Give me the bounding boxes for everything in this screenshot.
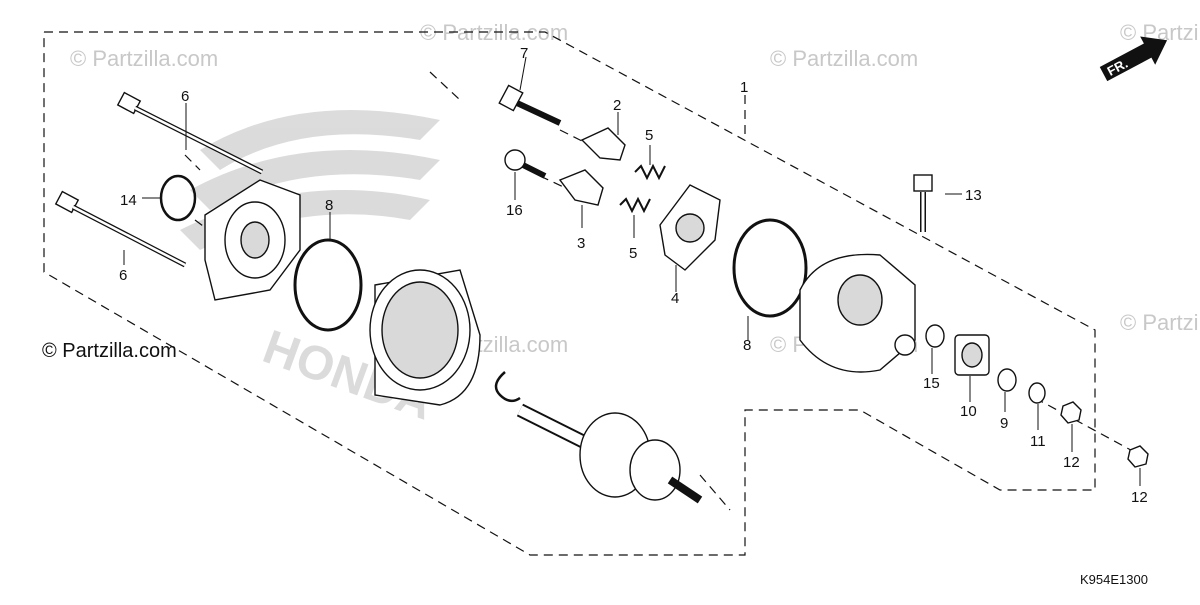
callout-9: 9 xyxy=(1000,415,1008,432)
callout-8a: 8 xyxy=(325,197,333,214)
spring-5-lower[interactable] xyxy=(619,196,651,214)
pinion-gear-10[interactable] xyxy=(954,334,990,376)
nut-12-upper[interactable] xyxy=(1060,401,1082,424)
screw-16[interactable] xyxy=(504,149,547,179)
callout-15: 15 xyxy=(923,375,940,392)
bolt-6-upper[interactable] xyxy=(116,91,264,175)
o-ring-8-left[interactable] xyxy=(293,238,363,332)
brush-3[interactable] xyxy=(558,169,604,206)
callout-3: 3 xyxy=(577,235,585,252)
nut-12-lower[interactable] xyxy=(1127,445,1149,468)
rear-cover[interactable] xyxy=(204,179,301,301)
snap-clip[interactable] xyxy=(494,371,521,403)
watermark: © Partzilla.com xyxy=(1120,310,1200,335)
callout-6b: 6 xyxy=(119,267,127,284)
o-ring-14[interactable] xyxy=(159,174,197,222)
washer-9[interactable] xyxy=(997,368,1017,392)
callout-12b: 12 xyxy=(1131,489,1148,506)
callout-16: 16 xyxy=(506,202,523,219)
watermark: © Partzilla.com xyxy=(70,46,218,71)
spring-5-upper[interactable] xyxy=(634,163,666,181)
callout-5a: 5 xyxy=(645,127,653,144)
bolt-6-lower[interactable] xyxy=(54,190,187,268)
screw-7[interactable] xyxy=(498,84,562,126)
motor-yoke[interactable] xyxy=(369,269,481,406)
callout-13: 13 xyxy=(965,187,982,204)
label-leaders xyxy=(123,56,1141,486)
brush-2[interactable] xyxy=(580,127,626,161)
callout-8b: 8 xyxy=(743,337,751,354)
callout-10: 10 xyxy=(960,403,977,420)
assembly-outline xyxy=(43,31,1141,556)
callouts: 1 2 3 4 5 5 6 6 7 8 8 9 10 11 12 12 13 1… xyxy=(119,45,1148,506)
diagram-code: K954E1300 xyxy=(1080,572,1148,587)
callout-11: 11 xyxy=(1030,433,1046,450)
armature[interactable] xyxy=(516,403,703,504)
callout-5b: 5 xyxy=(629,245,637,262)
callout-1: 1 xyxy=(740,79,748,96)
callout-2: 2 xyxy=(613,97,621,114)
callout-6a: 6 xyxy=(181,88,189,105)
watermark: © Partzilla.com xyxy=(770,46,918,71)
callout-14: 14 xyxy=(120,192,137,209)
washer-11[interactable] xyxy=(1028,382,1046,404)
washer-15[interactable] xyxy=(925,324,945,348)
front-cover[interactable] xyxy=(799,253,916,373)
bolt-13[interactable] xyxy=(913,174,933,232)
brush-holder-4[interactable] xyxy=(659,184,721,271)
callout-4: 4 xyxy=(671,290,679,307)
watermark-primary: © Partzilla.com xyxy=(42,340,177,362)
o-ring-8-right[interactable] xyxy=(732,218,808,318)
callout-7: 7 xyxy=(520,45,528,62)
callout-12a: 12 xyxy=(1063,454,1080,471)
